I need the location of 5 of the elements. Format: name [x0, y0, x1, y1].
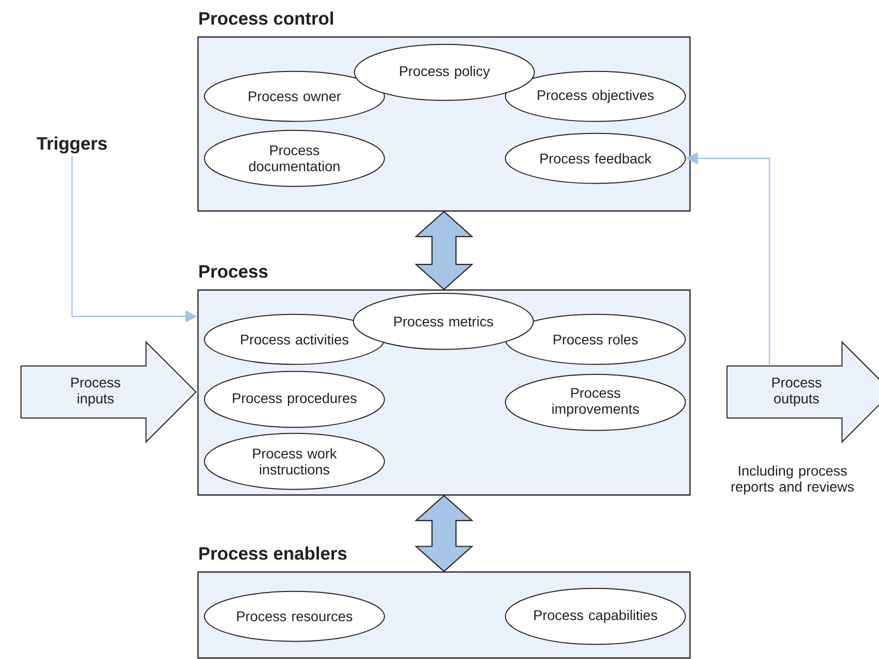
- trigger-label: Triggers: [36, 136, 107, 154]
- node-label: Process control: [199, 12, 333, 25]
- node-label: Process enablers: [199, 546, 347, 560]
- node-label: Process: [199, 265, 268, 278]
- node-label: Including process reports and reviews: [732, 465, 854, 494]
